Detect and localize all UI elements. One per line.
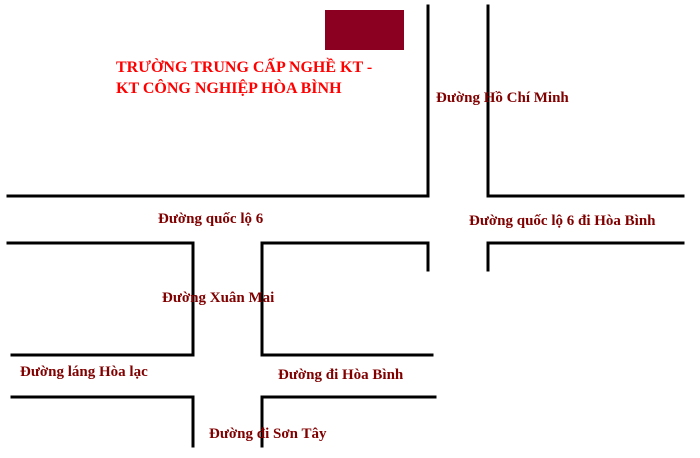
road-label-di-hoa-binh: Đường đi Hòa Bình [278,367,404,383]
road-edge-top-left [6,4,430,198]
road-edge-bottom-left [10,395,195,448]
road-label-quoc-lo-6: Đường quốc lộ 6 [158,211,264,227]
road-label-lang-hoa-lac: Đường láng Hòa lạc [20,364,148,380]
school-name-line1: TRƯỜNG TRUNG CẤP NGHỀ KT - [116,59,373,76]
road-label-di-son-tay: Đường đi Sơn Tây [209,426,327,442]
road-label-ho-chi-minh: Đường Hồ Chí Minh [436,90,569,106]
road-label-quoc-lo-6-hoa-binh: Đường quốc lộ 6 đi Hòa Bình [469,213,656,229]
road-edge-middle-center [260,241,434,357]
road-edge-bottom-right [260,395,437,448]
school-marker [325,10,404,50]
school-name-line2: KT CÔNG NGHIỆP HÒA BÌNH [116,80,342,97]
road-edge-right-stub [486,241,685,272]
road-edge-top-right [486,4,685,198]
road-edge-middle-left [6,241,195,357]
road-label-xuan-mai: Đường Xuân Mai [162,290,275,306]
